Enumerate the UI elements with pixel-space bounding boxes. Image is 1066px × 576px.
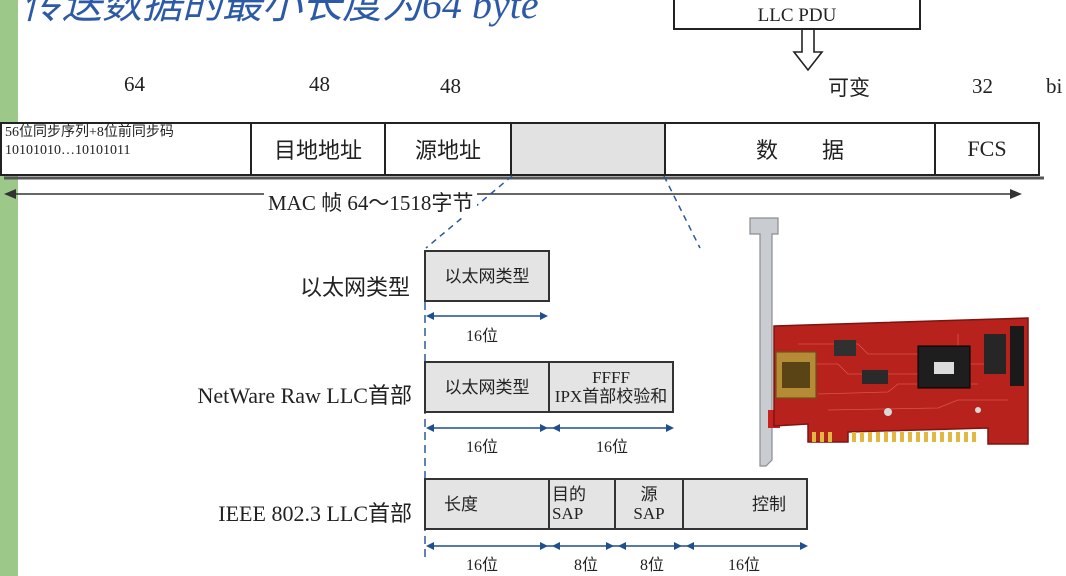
dim-netware-16b: 16位 <box>596 439 629 456</box>
dim-ethernet-16: 16位 <box>466 328 499 345</box>
bits-dst: 48 <box>309 72 330 96</box>
preamble-line2: 10101010…10101011 <box>5 143 131 158</box>
dim-netware-16a: 16位 <box>466 439 499 456</box>
box-dsap: 目的 SAP <box>548 478 616 530</box>
bits-unit: bi <box>1046 74 1063 98</box>
field-fcs-label: FCS <box>967 136 1007 161</box>
box-ethernet-type: 以太网类型 <box>424 250 550 302</box>
mac-frame-length-label: MAC 帧 64～1518字节 <box>264 187 478 217</box>
box-ethernet-type-text: 以太网类型 <box>444 266 530 286</box>
bits-fcs: 32 <box>972 74 993 98</box>
down-arrow-icon <box>792 30 824 72</box>
dim-length-16: 16位 <box>466 557 499 574</box>
box-control-text: 控制 <box>752 494 786 514</box>
label-ethernet-type: 以太网类型 <box>299 275 410 300</box>
field-preamble: 56位同步序列+8位前同步码 10101010…10101011 <box>0 122 252 176</box>
box-length-text: 长度 <box>444 494 478 514</box>
dim-dsap-8: 8位 <box>574 557 599 574</box>
box-ffff-text: FFFF <box>592 368 630 387</box>
box-ssap: 源 SAP <box>614 478 684 530</box>
box-ssap-line1: 源 <box>640 485 658 504</box>
box-netware-type: 以太网类型 <box>424 361 550 413</box>
bits-preamble: 64 <box>124 72 145 96</box>
field-src-label: 源地址 <box>414 138 481 163</box>
bits-src: 48 <box>440 74 461 98</box>
llc-pdu-label: LLC PDU <box>757 5 837 26</box>
field-fcs: FCS <box>934 122 1040 176</box>
network-card-image <box>738 214 1038 476</box>
field-dst-label: 目地地址 <box>273 138 362 163</box>
field-data: 数 据 <box>664 122 936 176</box>
box-dsap-line2: SAP <box>552 504 584 523</box>
box-ipx-text: IPX首部校验和 <box>554 387 668 406</box>
label-netware-raw: NetWare Raw LLC首部 <box>197 383 412 408</box>
llc-pdu-box: LLC PDU <box>673 0 921 30</box>
box-control: 控制 <box>682 478 808 530</box>
box-length: 长度 <box>424 478 550 530</box>
preamble-line1: 56位同步序列+8位前同步码 <box>5 125 174 140</box>
dim-ssap-8: 8位 <box>640 557 665 574</box>
field-dst: 目地地址 <box>250 122 386 176</box>
field-data-label: 数 据 <box>755 138 844 163</box>
box-ssap-line2: SAP <box>633 504 665 523</box>
box-ipx-checksum: FFFF IPX首部校验和 <box>548 361 674 413</box>
dim-control-16: 16位 <box>728 557 761 574</box>
box-dsap-line1: 目的 <box>552 485 586 504</box>
slide-title: 传送数据的最小长度为64 byte <box>22 0 539 27</box>
box-netware-type-text: 以太网类型 <box>444 377 530 397</box>
field-src: 源地址 <box>384 122 512 176</box>
label-ieee-8023-llc: IEEE 802.3 LLC首部 <box>218 501 412 526</box>
bits-data: 可变 <box>828 76 870 100</box>
